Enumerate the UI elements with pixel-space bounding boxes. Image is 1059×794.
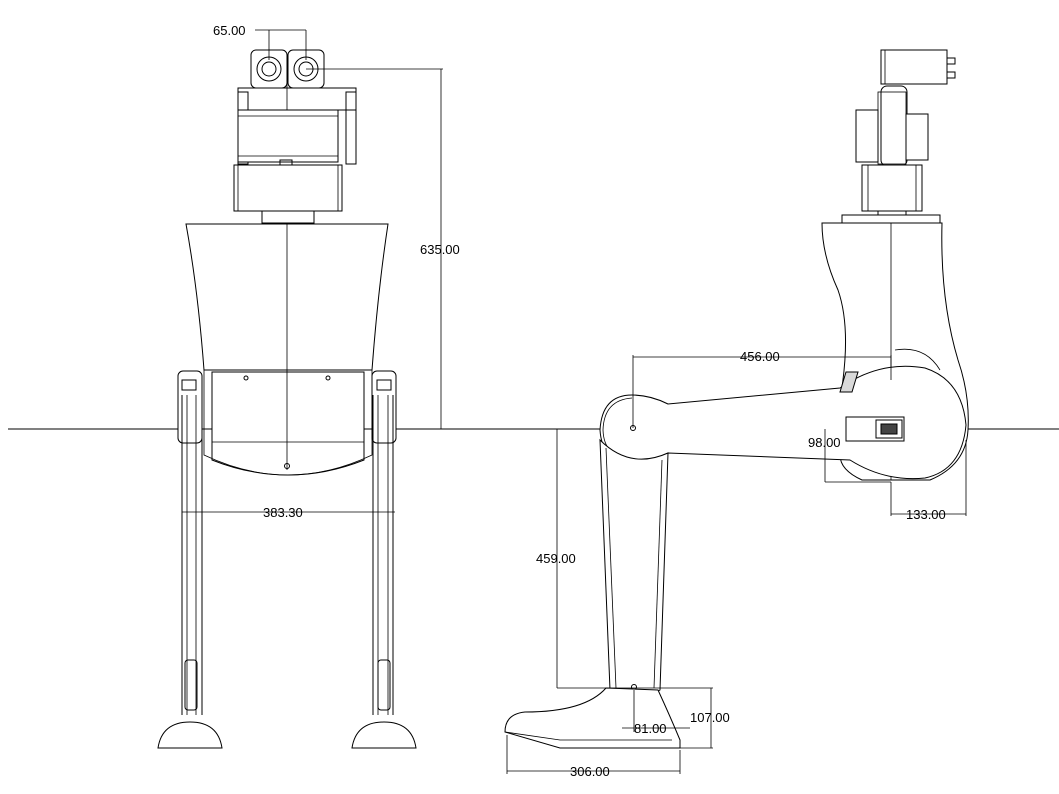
front-head-box — [237, 109, 339, 163]
dim-leg-length: 459.00 — [536, 429, 713, 689]
dim-label-shoulder-offset: 133.00 — [906, 507, 946, 522]
dim-foot-height: 107.00 — [680, 688, 730, 749]
dim-label-total-height: 635.00 — [420, 242, 460, 257]
dim-total-height: 635.00 — [306, 68, 460, 429]
front-view — [157, 49, 417, 749]
dim-label-camera-spacing: 65.00 — [213, 23, 246, 38]
dim-label-leg-length: 459.00 — [536, 551, 576, 566]
side-head-right — [905, 113, 929, 161]
side-head-left — [855, 109, 879, 163]
dim-label-foot-height: 107.00 — [690, 710, 730, 725]
side-view — [504, 49, 969, 749]
dim-label-foot-length: 306.00 — [570, 764, 610, 779]
dim-camera-spacing: 65.00 — [213, 23, 307, 60]
dim-foot-length: 306.00 — [506, 735, 681, 779]
front-head-bracket — [237, 87, 357, 111]
dim-label-arm-length: 456.00 — [740, 349, 780, 364]
front-left-leg — [157, 370, 223, 749]
front-neck-box — [233, 164, 343, 212]
dim-arm-length: 456.00 — [632, 349, 892, 428]
dim-label-arm-thickness: 98.00 — [808, 435, 841, 450]
dim-hip-width: 383.30 — [182, 505, 395, 520]
side-camera — [880, 49, 956, 85]
front-battery-box — [211, 371, 365, 476]
dim-shoulder-offset: 133.00 — [890, 440, 967, 522]
dim-arm-thickness: 98.00 — [808, 429, 891, 483]
dim-ankle-width: 81.00 — [622, 690, 690, 736]
side-foot — [504, 687, 681, 749]
dim-label-ankle-width: 81.00 — [634, 721, 667, 736]
side-neck-box — [861, 164, 923, 212]
dim-label-hip-width: 383.30 — [263, 505, 303, 520]
front-right-leg — [351, 370, 417, 749]
